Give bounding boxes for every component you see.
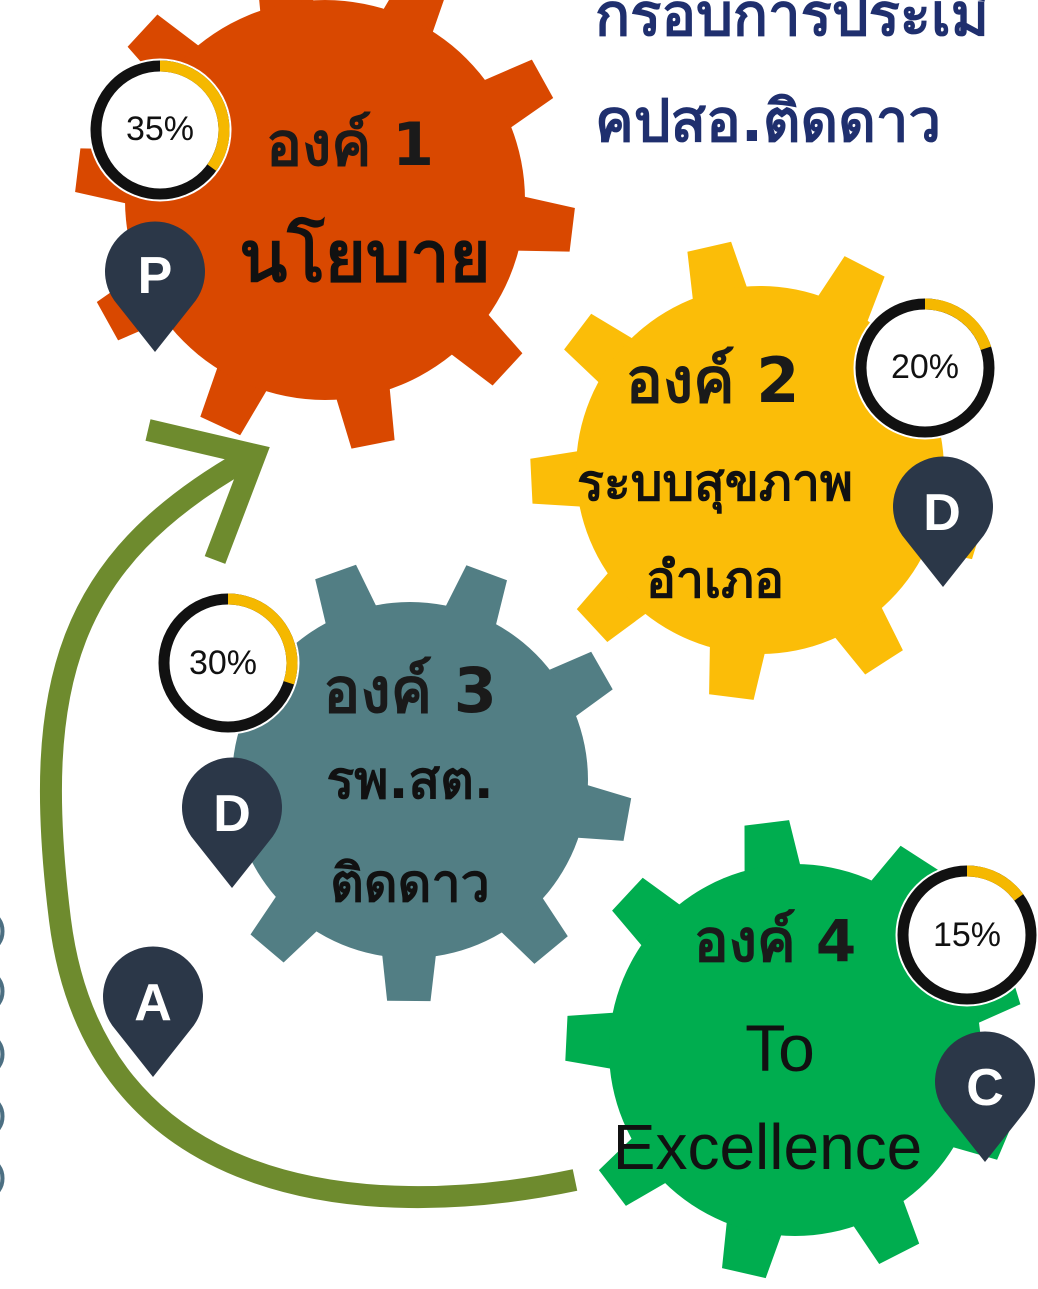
edge-mark: ) (0, 915, 6, 945)
percent-ring-3-fill (158, 593, 298, 733)
edge-mark: ) (0, 975, 6, 1005)
component-1-heading: องค์ 1 (265, 110, 435, 180)
gear-1-body (125, 0, 525, 400)
gear-2-body (576, 286, 944, 654)
component-4-name-line-1: To (745, 1011, 815, 1085)
gear-4-body (609, 864, 981, 1236)
cycle-arrow (39, 450, 578, 1209)
edge-mark: ) (0, 1100, 6, 1130)
percent-ring-4-fill (897, 865, 1037, 1005)
component-3-heading: องค์ 3 (323, 654, 497, 727)
edge-mark: ) (0, 1162, 6, 1192)
component-3-pdca-letter: D (213, 785, 251, 843)
percent-ring-1-background (88, 58, 232, 202)
component-3-percent-label: 30% (188, 644, 258, 682)
component-4-name-line-2: Excellence (612, 1111, 923, 1183)
ring-layer (88, 58, 1038, 1007)
percent-ring-2-fill (855, 298, 995, 438)
title-line-2: คปสอ.ติดดาว (595, 87, 942, 155)
component-3-pdca-pin (182, 757, 282, 888)
component-2-heading: องค์ 2 (625, 344, 800, 417)
percent-ring-1-fill (90, 60, 230, 200)
component-2-percent-label: 20% (890, 348, 960, 386)
pin-layer (103, 221, 1035, 1162)
component-1-pdca-pin (105, 221, 205, 352)
title-line-1: กรอบการประเมิ (595, 0, 989, 49)
component-4-percent-label: 15% (932, 916, 1002, 954)
cycle-arrow-head (145, 419, 270, 564)
component-3-name-line-1: รพ.สต. (326, 751, 494, 811)
component-1-name: นโยบาย (239, 216, 491, 298)
component-3-name-line-2: ติดดาว (330, 854, 490, 914)
percent-ring-4-background (895, 863, 1038, 1007)
component-4-pdca-letter: C (966, 1059, 1004, 1117)
percent-ring-2-background (853, 296, 997, 440)
gear-layer (75, 0, 1021, 1279)
component-4-pdca-pin (935, 1031, 1035, 1162)
component-2-name-line-2: อำเภอ (645, 551, 785, 609)
cycle-pdca-pin (103, 946, 203, 1077)
component-2-pdca-letter: D (923, 484, 961, 542)
component-2-pdca-pin (893, 456, 993, 587)
percent-ring-3-background (156, 591, 300, 735)
edge-mark: ) (0, 1038, 6, 1068)
cycle-pdca-letter: A (134, 974, 172, 1032)
gear-3-body (232, 602, 588, 958)
component-2-name-line-1: ระบบสุขภาพ (577, 454, 853, 512)
component-1-pdca-letter: P (137, 247, 173, 305)
component-4-heading: องค์ 4 (693, 907, 857, 975)
component-1-percent-label: 35% (125, 110, 195, 148)
